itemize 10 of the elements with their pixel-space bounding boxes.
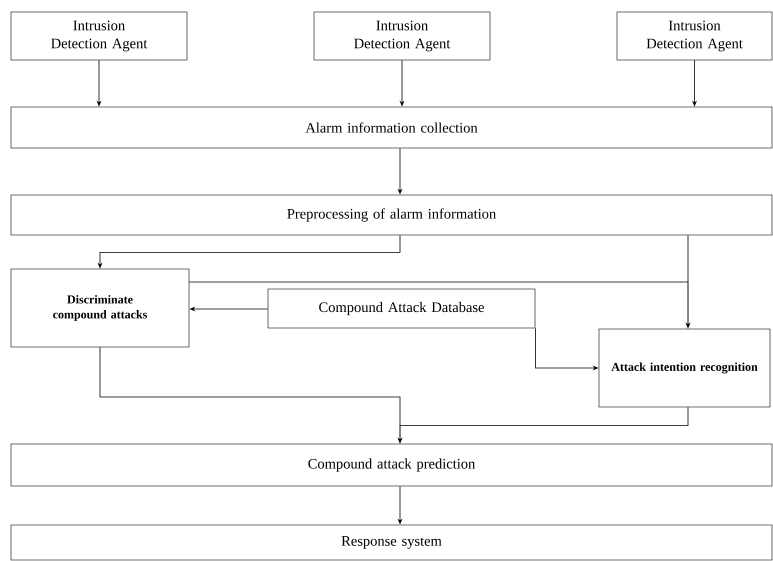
process-box: Preprocessing of alarm information bbox=[10, 194, 772, 236]
process-box: Alarm information collection bbox=[10, 106, 772, 148]
process-box: Compound attack prediction bbox=[10, 444, 772, 486]
agent-box: Intrusion Detection Agent bbox=[10, 12, 188, 60]
process-box: Attack intention recognition bbox=[598, 328, 770, 408]
process-box: Discriminate compound attacks bbox=[10, 268, 190, 348]
process-box: Response system bbox=[10, 524, 772, 560]
agent-box: Intrusion Detection Agent bbox=[314, 12, 490, 60]
database-box: Compound Attack Database bbox=[268, 288, 536, 328]
agent-box: Intrusion Detection Agent bbox=[616, 12, 772, 60]
